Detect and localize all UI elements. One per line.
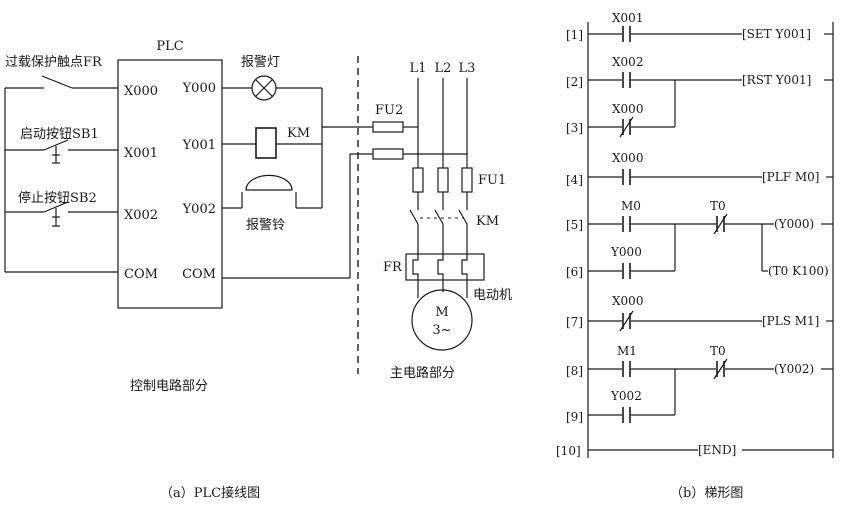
terminal-y001: Y001 [182,138,216,153]
km-contact-label: KM [476,214,499,229]
fr-label: 过载保护触点FR [5,55,103,70]
rung-6-contact: Y000 [610,245,642,259]
terminal-x001: X001 [124,146,158,161]
rung-8-coil: (Y002) [774,362,814,376]
ladder-diagram: [1] X001 [SET Y001] [2] X002 [RST Y001] … [556,11,834,501]
fu2-fuse-2 [372,148,404,160]
terminal-y002: Y002 [182,202,216,217]
output-circuit: 报警灯 KM 报警铃 [222,54,373,279]
rung-8-number: [8] [566,364,583,378]
rung-8-contact: M1 [617,344,637,358]
rung-5-coil: (Y000) [774,217,814,231]
rung-2-coil: [RST Y001] [742,73,811,87]
sb1-button [43,139,69,151]
rung-6-coil: (T0 K100) [768,264,829,278]
control-circuit-caption: 控制电路部分 [130,378,208,394]
rung-1-number: [1] [566,28,583,42]
rung-10-coil: [END] [698,443,736,457]
fr-contact [41,75,73,89]
motor-phase: 3~ [432,323,451,338]
plc-wiring-diagram: PLC X000 X001 X002 COM Y000 Y001 Y002 CO… [4,39,512,501]
main-circuit: L1 L2 L3 FU2 [372,61,512,381]
rung-8-contact-2: T0 [710,344,726,358]
plc-title: PLC [156,39,183,54]
rung-9-number: [9] [566,410,583,424]
l2-label: L2 [435,61,452,76]
rung-7-contact: X000 [612,294,643,308]
rung-3-number: [3] [566,121,583,135]
input-circuit: 过载保护触点FR 启动按钮SB1 停止按钮SB2 [4,55,118,273]
rung-5-contact-2: T0 [710,199,726,213]
rung-4-number: [4] [566,173,583,187]
ladder-subcaption: （b）梯形图 [670,486,743,501]
motor-label: 电动机 [473,288,512,303]
sb2-button [43,201,69,213]
rung-4-coil: [PLF M0] [762,170,819,184]
rung-5-contact: M0 [621,199,641,213]
wiring-subcaption: （a）PLC接线图 [160,485,260,501]
sb1-label: 启动按钮SB1 [20,127,99,142]
rung-1-coil: [SET Y001] [742,27,811,41]
km-coil-label: KM [287,126,310,141]
rung-6-number: [6] [566,265,583,279]
plc-box [117,59,223,309]
fu2-label: FU2 [375,103,403,118]
terminal-x002: X002 [124,208,158,223]
alarm-lamp-label: 报警灯 [241,54,280,70]
rung-4-contact: X000 [612,151,643,165]
rung-7-number: [7] [566,315,583,329]
terminal-x000: X000 [124,84,158,99]
alarm-bell-icon [245,174,293,191]
motor-icon [411,289,473,351]
rung-5-number: [5] [566,218,583,232]
rung-3-contact: X000 [612,102,643,116]
fr-thermal-relay [405,253,485,281]
rung-1-contact: X001 [612,11,643,25]
rung-2-contact: X002 [612,55,643,69]
rung-10-number: [10] [556,444,581,458]
terminal-y000: Y000 [182,81,216,96]
fr-relay-label: FR [383,260,403,275]
alarm-bell-label: 报警铃 [246,217,285,233]
terminal-com-out: COM [182,267,216,282]
sb2-label: 停止按钮SB2 [18,190,97,206]
l3-label: L3 [459,61,476,76]
main-circuit-caption: 主电路部分 [390,365,455,381]
l1-label: L1 [410,61,427,76]
motor-m: M [435,305,448,320]
rung-9-contact: Y002 [610,389,642,403]
fu1-label: FU1 [478,173,506,188]
rung-2-number: [2] [566,75,583,89]
fu2-fuse-1 [372,121,404,133]
terminal-com-in: COM [124,267,158,282]
km-coil-icon [255,127,277,159]
rung-7-coil: [PLS M1] [762,314,819,328]
